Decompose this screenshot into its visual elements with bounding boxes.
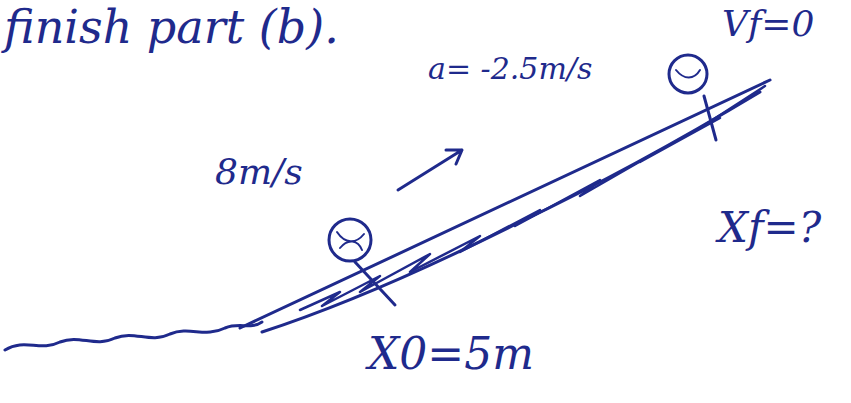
incline-surface [240,80,770,328]
ball-detail [337,232,364,250]
incline-hatching [300,86,765,310]
ball [329,219,371,261]
ground-line [5,322,262,350]
annotation-label: 8m/s [215,152,303,192]
annotation-label: a= -2.5m/s [428,52,592,85]
position-tick [355,262,395,305]
annotation-label: X0=5m [368,330,534,378]
ball-detail [676,70,700,78]
position-tick [704,96,716,140]
annotation-label: Xf=? [718,205,821,251]
annotation-label: finish part (b). [4,2,339,53]
velocity-arrow [398,150,462,190]
annotation-label: Vf=0 [722,4,814,44]
ball [669,55,707,93]
